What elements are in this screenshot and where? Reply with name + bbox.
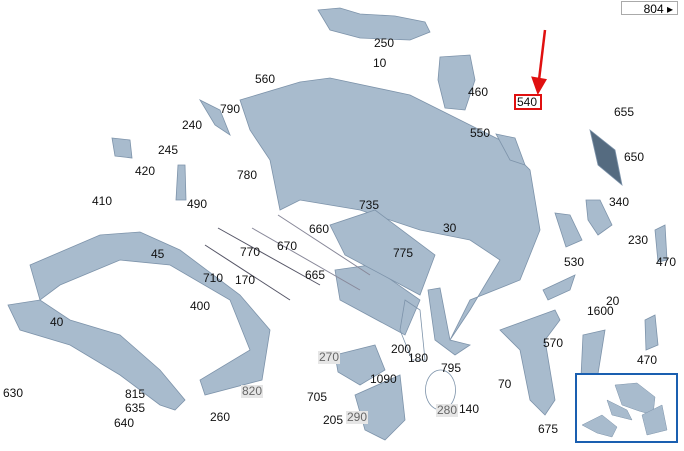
part-label-655[interactable]: 655	[614, 105, 635, 119]
part-650-grille	[589, 128, 623, 187]
part-label-790[interactable]: 790	[220, 102, 241, 116]
part-240	[198, 99, 231, 137]
part-label-540[interactable]: 540	[517, 95, 538, 109]
part-label-70[interactable]: 70	[498, 377, 512, 391]
overview-thumbnail-image	[581, 382, 668, 438]
part-label-490[interactable]: 490	[187, 197, 208, 211]
part-1090-strip	[277, 214, 371, 276]
red-arrow-annotation	[531, 29, 547, 95]
part-label-635[interactable]: 635	[125, 401, 146, 415]
part-710-strip	[217, 227, 321, 286]
part-label-470-upper[interactable]: 470	[656, 255, 677, 269]
page-nav-button[interactable]: 804 ▸	[621, 1, 678, 16]
part-label-170[interactable]: 170	[235, 273, 256, 287]
part-530	[554, 212, 583, 248]
part-label-410[interactable]: 410	[92, 194, 113, 208]
part-label-815[interactable]: 815	[125, 387, 146, 401]
part-470b	[644, 314, 659, 351]
part-label-665[interactable]: 665	[305, 268, 326, 282]
part-400-wire	[204, 244, 291, 301]
part-label-45[interactable]: 45	[151, 247, 165, 261]
part-label-560[interactable]: 560	[255, 72, 276, 86]
part-label-1090[interactable]: 1090	[370, 372, 397, 386]
page-number: 804	[643, 2, 664, 16]
part-460-bracket	[437, 54, 476, 111]
part-label-10[interactable]: 10	[373, 56, 387, 70]
part-180	[399, 299, 426, 361]
overview-thumbnail[interactable]	[575, 373, 678, 443]
part-label-1600[interactable]: 1600	[587, 304, 614, 318]
part-140	[427, 287, 471, 356]
part-label-640[interactable]: 640	[114, 416, 135, 430]
part-label-180[interactable]: 180	[408, 351, 429, 365]
part-label-420[interactable]: 420	[135, 164, 156, 178]
part-label-530[interactable]: 530	[564, 255, 585, 269]
part-340	[585, 199, 613, 236]
highlight-box-540	[514, 94, 542, 110]
part-250-bracket	[317, 7, 431, 41]
part-label-30[interactable]: 30	[443, 221, 457, 235]
part-label-780[interactable]: 780	[237, 168, 258, 182]
part-label-400[interactable]: 400	[190, 299, 211, 313]
part-label-675[interactable]: 675	[538, 422, 559, 436]
part-label-290[interactable]: 290	[346, 410, 369, 424]
part-label-470-lower[interactable]: 470	[637, 353, 658, 367]
part-label-775[interactable]: 775	[393, 246, 414, 260]
part-label-705[interactable]: 705	[307, 390, 328, 404]
part-label-20[interactable]: 20	[606, 294, 620, 308]
part-label-660[interactable]: 660	[309, 222, 330, 236]
part-label-770[interactable]: 770	[240, 245, 261, 259]
part-label-245[interactable]: 245	[158, 143, 179, 157]
part-40-lower-bumper	[29, 231, 271, 396]
part-label-735[interactable]: 735	[359, 198, 380, 212]
part-675-bracket	[499, 309, 561, 416]
part-200-grille	[334, 264, 421, 336]
part-label-250[interactable]: 250	[374, 36, 395, 50]
part-470a	[654, 224, 668, 263]
part-label-140[interactable]: 140	[459, 402, 480, 416]
part-735-660	[329, 209, 436, 296]
part-label-820[interactable]: 820	[241, 384, 264, 398]
part-540	[495, 133, 526, 166]
part-label-40[interactable]: 40	[50, 315, 64, 329]
part-label-570[interactable]: 570	[543, 336, 564, 350]
part-label-270[interactable]: 270	[318, 350, 341, 364]
arrow-right-icon: ▸	[666, 2, 673, 16]
part-label-280[interactable]: 280	[436, 403, 459, 417]
part-label-200[interactable]: 200	[391, 342, 412, 356]
part-410	[111, 137, 133, 159]
part-label-630[interactable]: 630	[3, 386, 24, 400]
part-label-670[interactable]: 670	[277, 239, 298, 253]
part-label-795[interactable]: 795	[441, 361, 462, 375]
part-label-550[interactable]: 550	[470, 126, 491, 140]
part-label-340[interactable]: 340	[609, 195, 630, 209]
part-170-strip	[251, 227, 361, 291]
part-label-260[interactable]: 260	[210, 410, 231, 424]
part-label-710[interactable]: 710	[203, 271, 224, 285]
part-270	[334, 344, 386, 386]
part-label-205[interactable]: 205	[323, 413, 344, 427]
part-label-240[interactable]: 240	[182, 118, 203, 132]
part-label-230[interactable]: 230	[628, 233, 649, 247]
part-label-460[interactable]: 460	[468, 85, 489, 99]
part-490	[175, 164, 187, 201]
part-630-diffuser	[7, 299, 186, 411]
part-label-650[interactable]: 650	[624, 150, 645, 164]
part-570	[542, 274, 576, 301]
